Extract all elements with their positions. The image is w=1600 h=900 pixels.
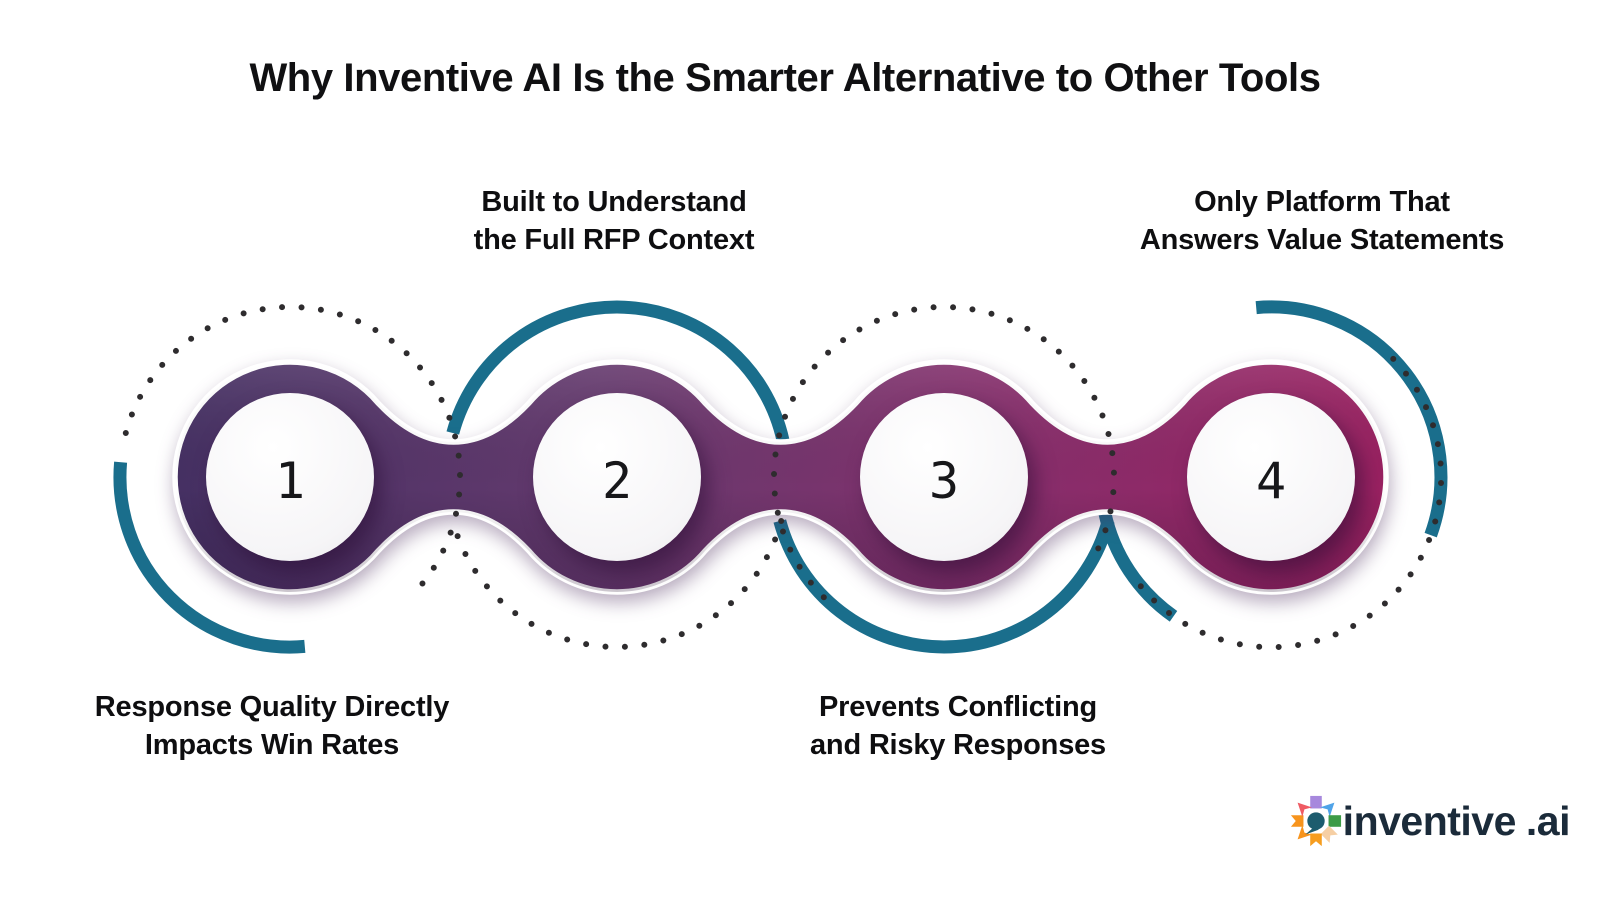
step-inner-circles [206, 393, 1355, 561]
logo-center-dot [1306, 812, 1325, 830]
logo-petal-sw [1297, 825, 1312, 840]
step-2-circle [533, 393, 701, 561]
step-4-number: 4 [1256, 452, 1286, 510]
chain-shading-overlay [175, 361, 1387, 592]
step-1-circle [206, 393, 374, 561]
teal-arc-step4-small [1098, 510, 1178, 622]
step-numbers: 1 2 3 4 [275, 452, 1286, 510]
page-title: Why Inventive AI Is the Smarter Alternat… [249, 56, 1321, 100]
inventive-ai-logo: inventive .ai [1289, 792, 1571, 850]
dotted-rings [122, 303, 1445, 651]
step-2-number: 2 [602, 452, 632, 510]
step-4-label-line1: Only Platform That [1194, 186, 1450, 218]
teal-arc-step2 [446, 300, 791, 449]
step-3-number: 3 [929, 452, 959, 510]
step-3-label-line2: and Risky Responses [810, 729, 1106, 761]
logo-petal-se [1320, 825, 1338, 843]
logo-petal-w [1290, 815, 1304, 827]
dotted-ring-step3 [771, 303, 1117, 601]
step-4-circle [1187, 393, 1355, 561]
logo-suffix-text: .ai [1525, 798, 1571, 844]
logo-petal-s [1309, 833, 1322, 847]
step-4-label-line2: Answers Value Statements [1139, 224, 1505, 256]
step-1-label-line2: Impacts Win Rates [144, 729, 400, 761]
step-1-label-line1: Response Quality Directly [94, 691, 450, 723]
step-4-label: Only Platform That Answers Value Stateme… [1102, 183, 1542, 259]
dotted-ring-step4 [1137, 353, 1445, 651]
logo-petal-ne [1319, 802, 1335, 817]
step-3-label: Prevents Conflicting and Risky Responses [738, 688, 1178, 764]
logo-brand-text: inventive [1342, 798, 1517, 844]
step-2-label-line2: the Full RFP Context [473, 224, 755, 256]
inventive-asterisk-icon [1290, 795, 1341, 847]
logo-petal-n [1309, 795, 1322, 809]
step-3-circle [860, 393, 1028, 561]
logo-petal-nw [1297, 802, 1312, 817]
teal-arc-step1 [113, 461, 306, 654]
step-1-number: 1 [275, 452, 305, 510]
step-3-label-line1: Prevents Conflicting [819, 691, 1097, 723]
step-2-label: Built to Understand the Full RFP Context [394, 183, 834, 259]
logo-center-tail [1305, 827, 1319, 835]
step-2-label-line1: Built to Understand [481, 186, 747, 218]
step-1-label: Response Quality Directly Impacts Win Ra… [52, 688, 492, 764]
logo-petal-e [1328, 815, 1341, 827]
